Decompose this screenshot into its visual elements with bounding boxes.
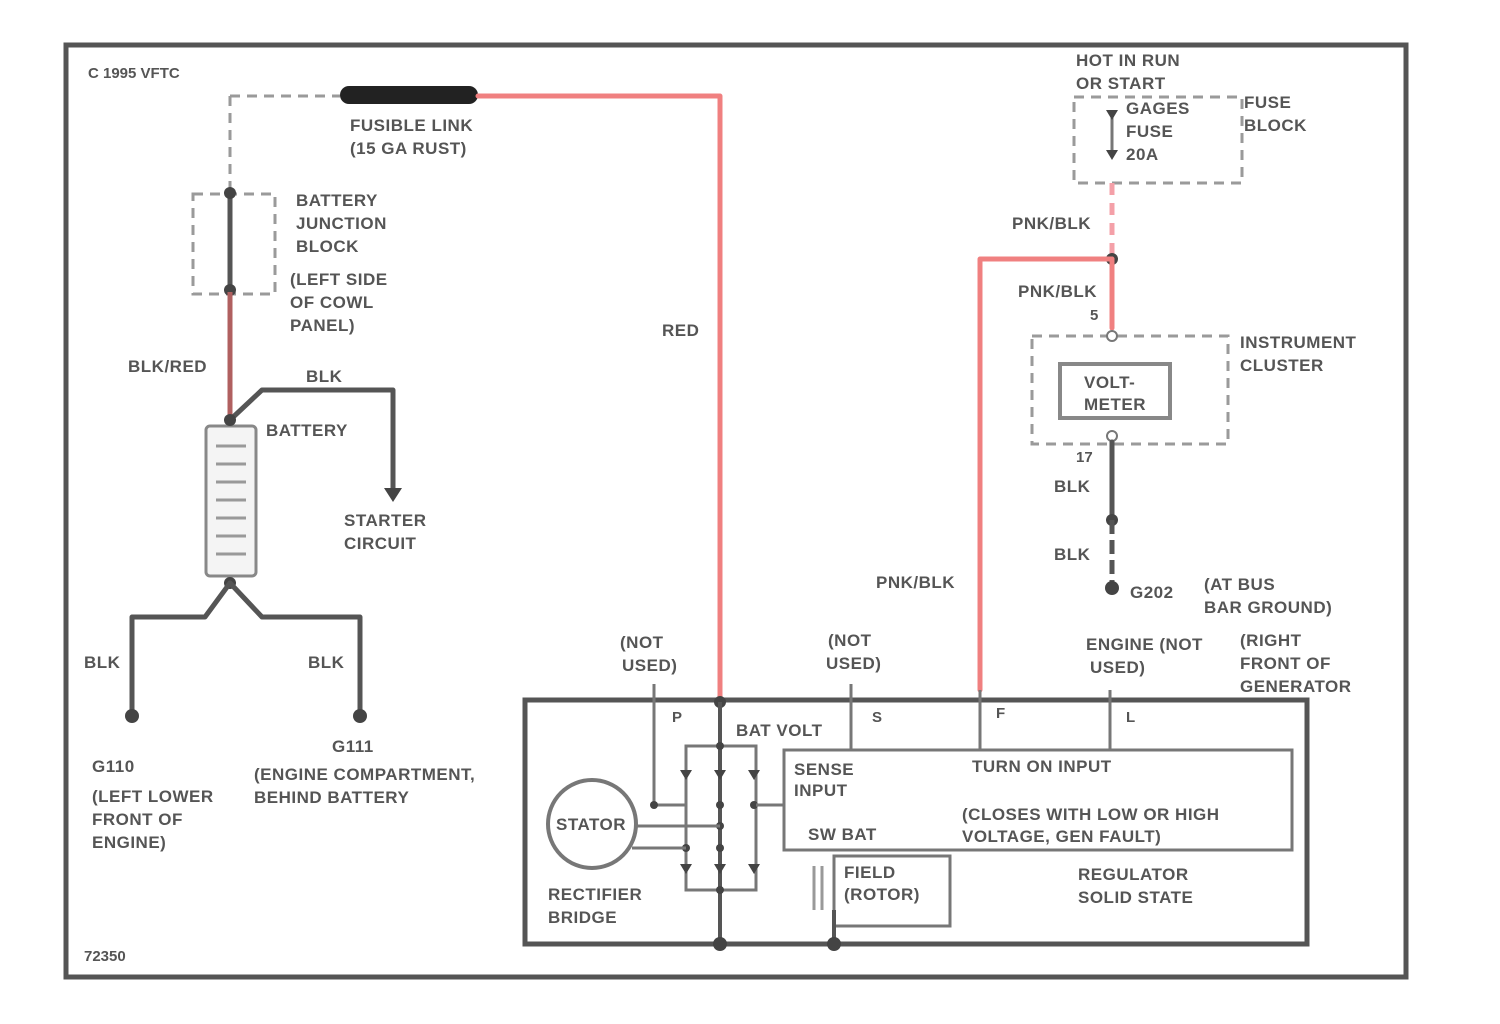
generator-loc-1: (RIGHT [1240,631,1302,650]
generator-ground-node-right [827,937,841,951]
fuse-block-label-1: FUSE [1244,93,1291,112]
voltmeter-label-1: VOLT- [1084,373,1135,392]
ground-wire-g111 [230,583,360,712]
figure-id-label: 72350 [84,948,126,965]
l-not-used-1: ENGINE (NOT [1086,635,1203,654]
p-terminal-node [650,801,658,809]
s-not-used-2: USED) [826,654,881,673]
red-main-wire [478,96,720,700]
g110-wire-label: BLK [84,653,121,672]
g110-loc-2: FRONT OF [92,810,183,829]
l-not-used-2: USED) [1090,658,1145,677]
fuse-block-label-2: BLOCK [1244,116,1307,135]
cluster-label-1: INSTRUMENT [1240,333,1357,352]
junction-loc-2: OF COWL [290,293,374,312]
turn-on-label: TURN ON INPUT [972,757,1112,776]
sense-label-1: SENSE [794,760,854,779]
stator-label: STATOR [556,815,626,834]
g202-loc-2: BAR GROUND) [1204,598,1332,617]
p-not-used-2: USED) [622,656,677,675]
fuse-top-arrow [1106,110,1118,120]
ground-wire-g110 [132,583,230,712]
starter-label-1: STARTER [344,511,427,530]
fusible-link-label-1: FUSIBLE LINK [350,116,473,135]
terminal-p: P [672,709,682,726]
generator-ground-node-left [713,937,727,951]
junction-label-1: BATTERY [296,191,378,210]
fuse-label-3: 20A [1126,145,1159,164]
junction-loc-3: PANEL) [290,316,355,335]
voltmeter-label-2: METER [1084,395,1146,414]
diagram-frame [66,45,1406,977]
bat-volt-label: BAT VOLT [736,721,823,740]
terminal-l: L [1126,709,1135,726]
hot-label-1: HOT IN RUN [1076,51,1180,70]
rectifier-label-1: RECTIFIER [548,885,642,904]
junction-label-2: JUNCTION [296,214,387,233]
starter-arrow [384,488,402,502]
rectifier-label-2: BRIDGE [548,908,617,927]
fuse-label-2: FUSE [1126,122,1173,141]
cluster-pin-top [1107,331,1117,341]
starter-label-2: CIRCUIT [344,534,417,553]
ground-g202-symbol [1105,581,1119,595]
g110-loc-3: ENGINE) [92,833,166,852]
g111-loc-1: (ENGINE COMPARTMENT, [254,765,475,784]
g110-id: G110 [92,757,135,776]
pnk-blk-label-mid: PNK/BLK [1018,282,1097,301]
g202-loc-1: (AT BUS [1204,575,1275,594]
g111-loc-2: BEHIND BATTERY [254,788,409,807]
fuse-label-1: GAGES [1126,99,1190,118]
ground-g110-symbol [125,709,139,723]
cluster-label-2: CLUSTER [1240,356,1324,375]
g110-loc-1: (LEFT LOWER [92,787,214,806]
s-not-used-1: (NOT [828,631,872,650]
junction-node-top [224,187,236,199]
regulator-label-2: SOLID STATE [1078,888,1193,907]
terminal-s: S [872,709,882,726]
red-wire-label: RED [662,321,699,340]
junction-loc-1: (LEFT SIDE [290,270,388,289]
sense-label-2: INPUT [794,781,848,800]
pnk-blk-label-low: PNK/BLK [876,573,955,592]
g202-id: G202 [1130,583,1174,602]
battery-label: BATTERY [266,421,348,440]
ground-g111-symbol [353,709,367,723]
fuse-bottom-arrow [1106,150,1118,160]
junction-block-outline [193,194,275,294]
g111-id: G111 [332,737,374,756]
copyright-label: C 1995 VFTC [88,65,180,82]
field-label-2: (ROTOR) [844,885,920,904]
starter-wire-label: BLK [306,367,343,386]
g111-wire-label: BLK [308,653,345,672]
sw-bat-label: SW BAT [808,825,877,844]
hot-label-2: OR START [1076,74,1166,93]
battery-positive-node [224,414,236,426]
terminal-f: F [996,705,1005,722]
stator-leads [632,826,720,848]
junction-label-3: BLOCK [296,237,359,256]
generator-loc-2: FRONT OF [1240,654,1331,673]
fusible-link-label-2: (15 GA RUST) [350,139,467,158]
closes-label-2: VOLTAGE, GEN FAULT) [962,827,1161,846]
field-coil [814,866,822,910]
cluster-pin-5: 5 [1090,307,1098,324]
cluster-blk-label-2: BLK [1054,545,1091,564]
regulator-label-1: REGULATOR [1078,865,1189,884]
generator-loc-3: GENERATOR [1240,677,1352,696]
blk-red-wire-label: BLK/RED [128,357,207,376]
cluster-blk-label-1: BLK [1054,477,1091,496]
fusible-link [340,86,478,104]
pnk-blk-label-top: PNK/BLK [1012,214,1091,233]
field-label-1: FIELD [844,863,896,882]
p-not-used-1: (NOT [620,633,664,652]
cluster-pin-17: 17 [1076,449,1093,466]
closes-label-1: (CLOSES WITH LOW OR HIGH [962,805,1220,824]
